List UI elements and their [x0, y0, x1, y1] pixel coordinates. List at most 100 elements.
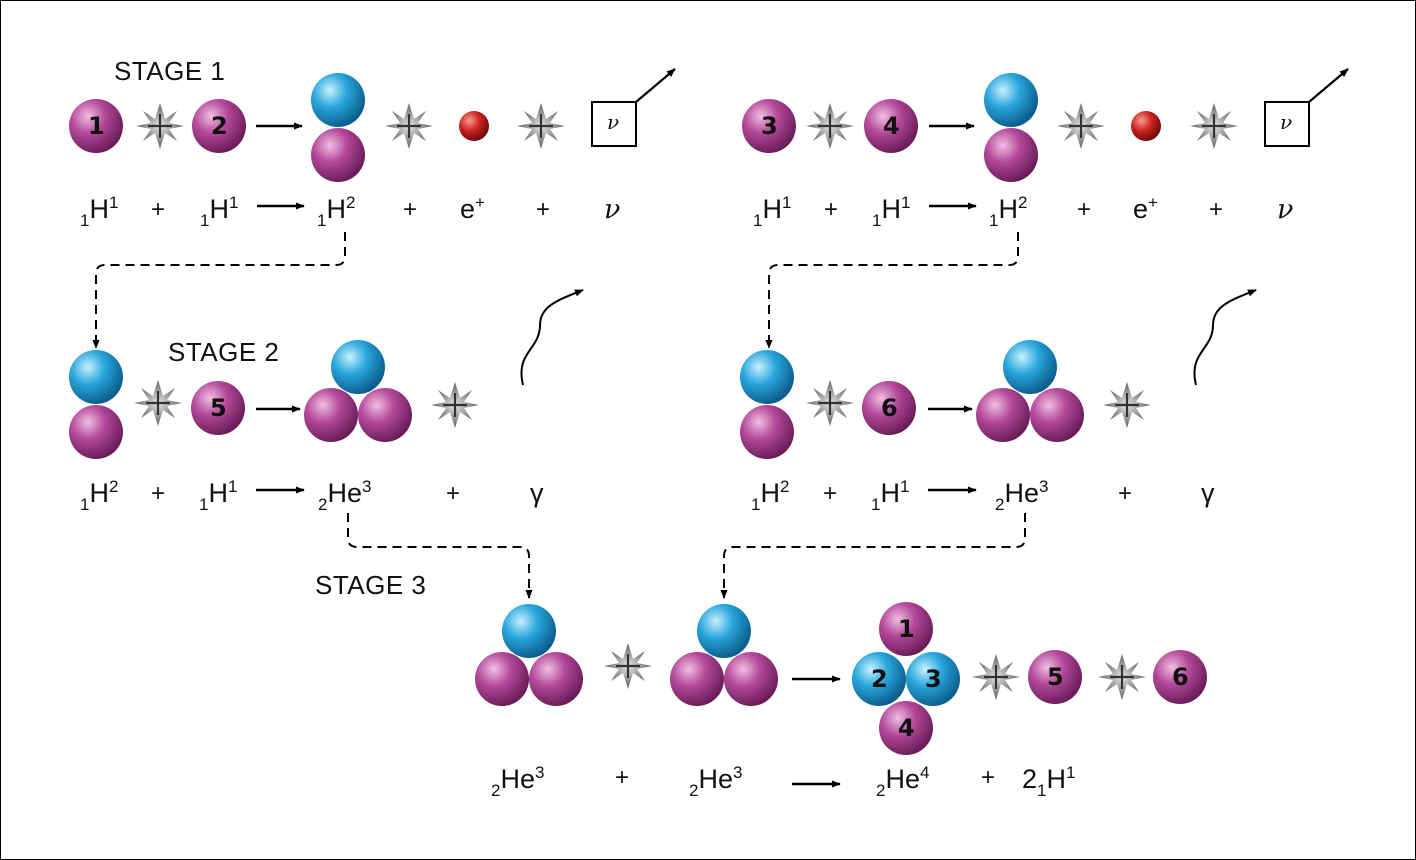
dashed-connector [720, 513, 1026, 599]
proton [1030, 388, 1084, 442]
particle-number: 4 [898, 714, 915, 742]
particle-number: 3 [925, 665, 942, 693]
stage-1-title: STAGE 1 [114, 56, 226, 86]
particle-number: 2 [871, 665, 888, 693]
neutron [906, 652, 960, 706]
term-1H1: 1H1 [200, 193, 239, 230]
term-2He3: 2He3 [995, 477, 1049, 514]
proton [984, 128, 1038, 182]
proton [192, 99, 246, 153]
proton [1153, 650, 1207, 704]
spark-icon [804, 101, 856, 151]
term-2He3: 2He3 [318, 477, 372, 514]
spark-icon [1055, 101, 1107, 151]
neutron [697, 604, 751, 658]
term-gamma: γ [530, 478, 544, 508]
neutrino-symbol: ν [607, 110, 620, 134]
proton [740, 405, 794, 459]
term-1H1: 1H1 [872, 193, 911, 230]
plus-sign: + [151, 480, 166, 507]
plus-sign: + [615, 764, 630, 791]
term-1H1: 1H1 [80, 193, 119, 230]
particle-number: 3 [761, 112, 778, 140]
stage-3-title: STAGE 3 [315, 570, 427, 600]
particle-number: 5 [210, 394, 227, 422]
dashed-connector [92, 232, 346, 349]
particle-number: 5 [1047, 663, 1064, 691]
term-2-1H1: 21H1 [1022, 763, 1076, 800]
spark-icon [429, 380, 481, 430]
plus-sign: + [151, 196, 166, 223]
proton [311, 128, 365, 182]
proton [69, 99, 123, 153]
particle-number: 2 [211, 112, 228, 140]
term-positron: e+ [460, 193, 485, 224]
spark-icon [383, 101, 435, 151]
particle-number: 6 [1172, 663, 1189, 691]
gamma-ray-arrow [1193, 289, 1257, 386]
neutron [852, 652, 906, 706]
spark-icon [804, 378, 856, 428]
plus-sign: + [823, 480, 838, 507]
proton [529, 652, 583, 706]
neutrino-box [591, 101, 637, 147]
term-neutrino: ν [1277, 194, 1294, 225]
particle-number: 4 [883, 112, 900, 140]
neutron [1003, 340, 1057, 394]
term-1H2: 1H2 [989, 193, 1028, 230]
spark-icon [1096, 652, 1148, 702]
term-neutrino: ν [604, 194, 621, 225]
particle-number: 1 [88, 112, 105, 140]
term-1H2: 1H2 [751, 477, 790, 514]
neutron [740, 350, 794, 404]
positron [459, 111, 489, 141]
neutron [311, 73, 365, 127]
proton [358, 388, 412, 442]
dashed-connector [347, 513, 533, 599]
proton [976, 388, 1030, 442]
term-gamma: γ [1201, 478, 1215, 508]
spark-icon [132, 378, 184, 428]
proton [742, 99, 796, 153]
spark-icon [134, 101, 186, 151]
neutron [331, 340, 385, 394]
proton [879, 602, 933, 656]
proton [475, 652, 529, 706]
neutrino-arrow [635, 68, 676, 103]
term-2He4: 2He4 [876, 763, 930, 800]
dashed-connector [765, 232, 1019, 349]
gamma-ray-arrow [520, 289, 584, 386]
proton [724, 652, 778, 706]
term-1H1: 1H1 [871, 477, 910, 514]
proton [862, 381, 916, 435]
particle-number: 6 [881, 394, 898, 422]
term-1H2: 1H2 [317, 193, 356, 230]
plus-sign: + [824, 196, 839, 223]
spark-icon [602, 641, 654, 691]
neutrino-box [1264, 101, 1310, 147]
proton [304, 388, 358, 442]
proton [1028, 650, 1082, 704]
positron [1131, 111, 1161, 141]
spark-icon [515, 101, 567, 151]
term-1H1: 1H1 [753, 193, 792, 230]
spark-icon [1101, 380, 1153, 430]
plus-sign: + [1118, 480, 1133, 507]
particle-number: 1 [898, 615, 915, 643]
plus-sign: + [536, 196, 551, 223]
plus-sign: + [446, 480, 461, 507]
proton [69, 405, 123, 459]
stage-2-title: STAGE 2 [168, 337, 280, 367]
term-1H1: 1H1 [199, 477, 238, 514]
spark-icon [1188, 101, 1240, 151]
neutron [502, 604, 556, 658]
plus-sign: + [1077, 196, 1092, 223]
neutrino-symbol: ν [1280, 110, 1293, 134]
neutrino-arrow [1308, 68, 1349, 103]
spark-icon [970, 652, 1022, 702]
neutron [984, 73, 1038, 127]
proton [670, 652, 724, 706]
term-positron: e+ [1133, 193, 1158, 224]
term-1H2: 1H2 [80, 477, 119, 514]
